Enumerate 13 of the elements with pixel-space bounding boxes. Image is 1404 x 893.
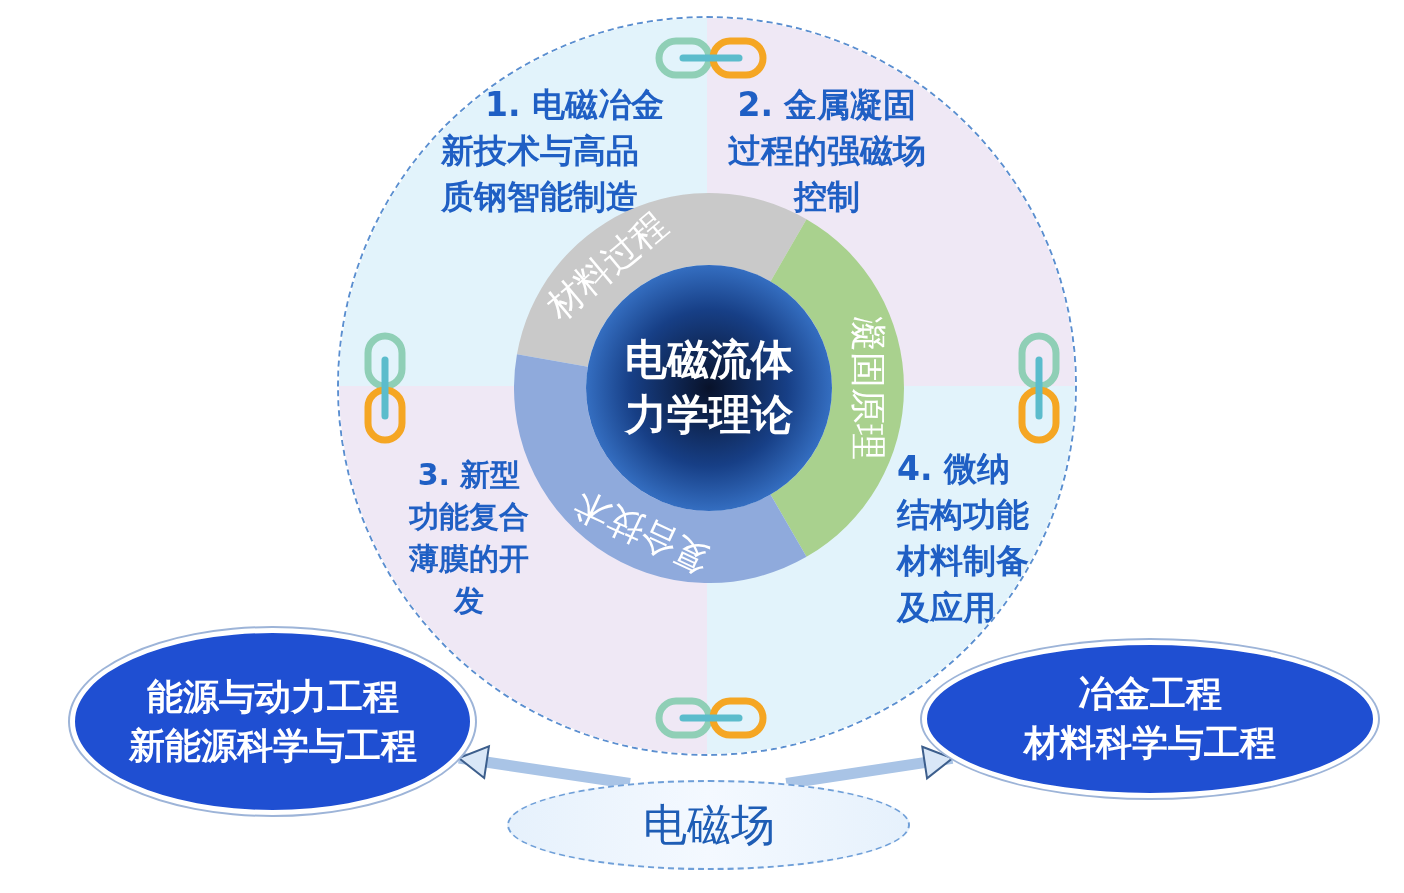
- ring-label: 凝固原理: [850, 316, 886, 460]
- block-arrow: [785, 745, 954, 789]
- research-topic: 2. 金属凝固过程的强磁场控制: [722, 82, 932, 221]
- discipline-name: 材料科学与工程: [1024, 721, 1276, 765]
- discipline-name: 新能源科学与工程: [128, 723, 417, 768]
- discipline-name: 冶金工程: [1078, 672, 1222, 717]
- discipline-name: 电磁场: [642, 803, 775, 847]
- center-title: 电磁流体力学理论: [623, 334, 794, 441]
- research-topic: 4. 微纳结构功能材料制备及应用: [897, 446, 1037, 631]
- research-topic: 3. 新型功能复合薄膜的开发: [407, 454, 531, 622]
- ring-label: 复合技术: [568, 485, 715, 579]
- block-arrow: [457, 745, 631, 789]
- discipline-name: 能源与动力工程: [146, 674, 399, 719]
